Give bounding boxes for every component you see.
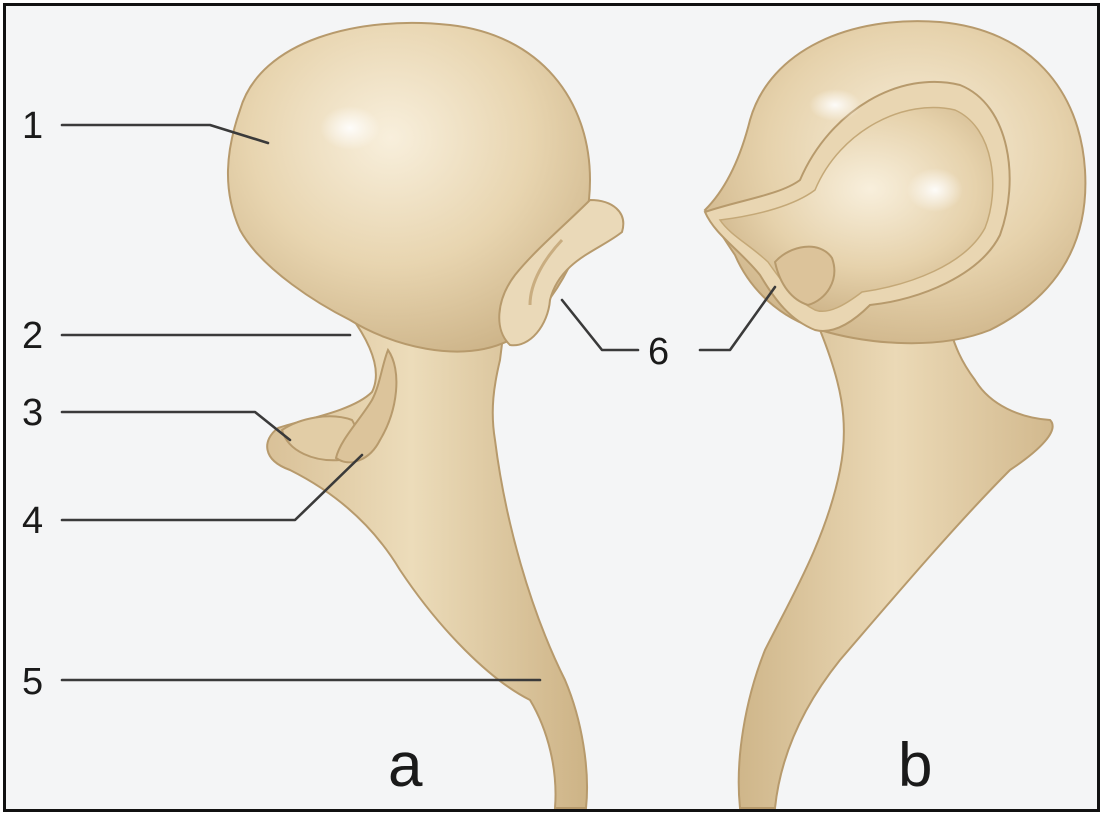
view-label-b: b <box>898 731 932 800</box>
label-4: 4 <box>22 500 43 542</box>
label-3: 3 <box>22 392 43 434</box>
malleus-view-b <box>705 21 1085 808</box>
leader-line-3 <box>62 412 290 440</box>
malleus-b-highlight-2 <box>809 89 861 121</box>
view-label-a: a <box>388 731 423 800</box>
label-5: 5 <box>22 661 43 703</box>
label-6: 6 <box>648 331 669 373</box>
malleus-view-a <box>228 23 623 808</box>
malleus-a-handle <box>267 315 587 808</box>
label-2: 2 <box>22 315 43 357</box>
label-1: 1 <box>22 105 43 147</box>
leader-line-6-a <box>562 300 638 350</box>
malleus-b-highlight <box>907 168 963 212</box>
malleus-b-handle <box>739 330 1053 808</box>
malleus-a-highlight <box>320 106 380 150</box>
